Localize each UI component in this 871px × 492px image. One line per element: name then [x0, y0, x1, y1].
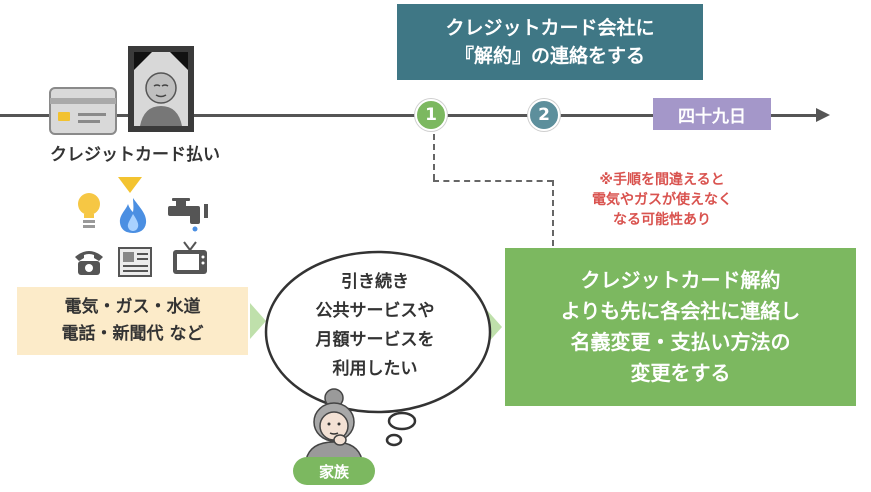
- thought-line-3: 月額サービスを: [315, 330, 435, 350]
- memorial-portrait-icon: [128, 46, 194, 132]
- utility-line-1: 電気・ガス・水道: [64, 297, 201, 317]
- dashed-connector-to-box: [552, 180, 554, 246]
- cancel-notice-line2: 『解約』の連絡をする: [454, 45, 645, 67]
- thought-line-2: 公共サービスや: [315, 301, 435, 321]
- light-bulb-icon: [78, 193, 100, 228]
- television-icon: [173, 241, 207, 274]
- warning-note: ※手順を間違えると 電気やガスが使えなく なる可能性あり: [552, 170, 772, 230]
- dashed-connector-across: [433, 180, 553, 182]
- warning-line-1: ※手順を間違えると: [599, 172, 725, 188]
- cancel-notice-line1: クレジットカード会社に: [445, 17, 655, 39]
- step-2-marker: 2: [528, 99, 560, 131]
- period-badge: 四十九日: [653, 98, 771, 130]
- action-line-2: よりも先に各会社に連絡し: [560, 299, 801, 323]
- flow-arrow-1: [250, 303, 266, 339]
- water-faucet-icon: [168, 198, 208, 232]
- credit-card-payment-label: クレジットカード払い: [50, 145, 220, 165]
- step-1-marker: 1: [415, 99, 447, 131]
- action-line-1: クレジットカード解約: [580, 268, 781, 292]
- down-pointer: [118, 177, 142, 193]
- timeline-arrowhead: [816, 108, 830, 122]
- family-badge: 家族: [293, 457, 375, 485]
- warning-line-3: なる可能性あり: [613, 212, 711, 228]
- credit-card-icon: [49, 87, 117, 135]
- thought-text: 引き続き 公共サービスや 月額サービスを 利用したい: [285, 268, 465, 384]
- elderly-woman-icon: [305, 388, 363, 460]
- utility-list-box: 電気・ガス・水道 電話・新聞代 など: [17, 287, 248, 355]
- action-box: クレジットカード解約 よりも先に各会社に連絡し 名義変更・支払い方法の 変更をす…: [505, 248, 856, 406]
- newspaper-icon: [118, 247, 152, 277]
- utility-line-2: 電話・新聞代 など: [61, 324, 204, 344]
- action-line-4: 変更をする: [630, 361, 731, 385]
- timeline-line: [0, 114, 820, 117]
- thought-bubble: [264, 250, 492, 447]
- action-line-3: 名義変更・支払い方法の: [570, 330, 791, 354]
- thought-line-1: 引き続き: [341, 272, 409, 292]
- cancel-notice-box: クレジットカード会社に 『解約』の連絡をする: [397, 4, 703, 80]
- gas-flame-icon: [119, 198, 147, 233]
- telephone-icon: [75, 251, 103, 275]
- warning-line-2: 電気やガスが使えなく: [592, 192, 732, 208]
- dashed-connector-down: [433, 134, 435, 180]
- thought-line-4: 利用したい: [332, 359, 418, 379]
